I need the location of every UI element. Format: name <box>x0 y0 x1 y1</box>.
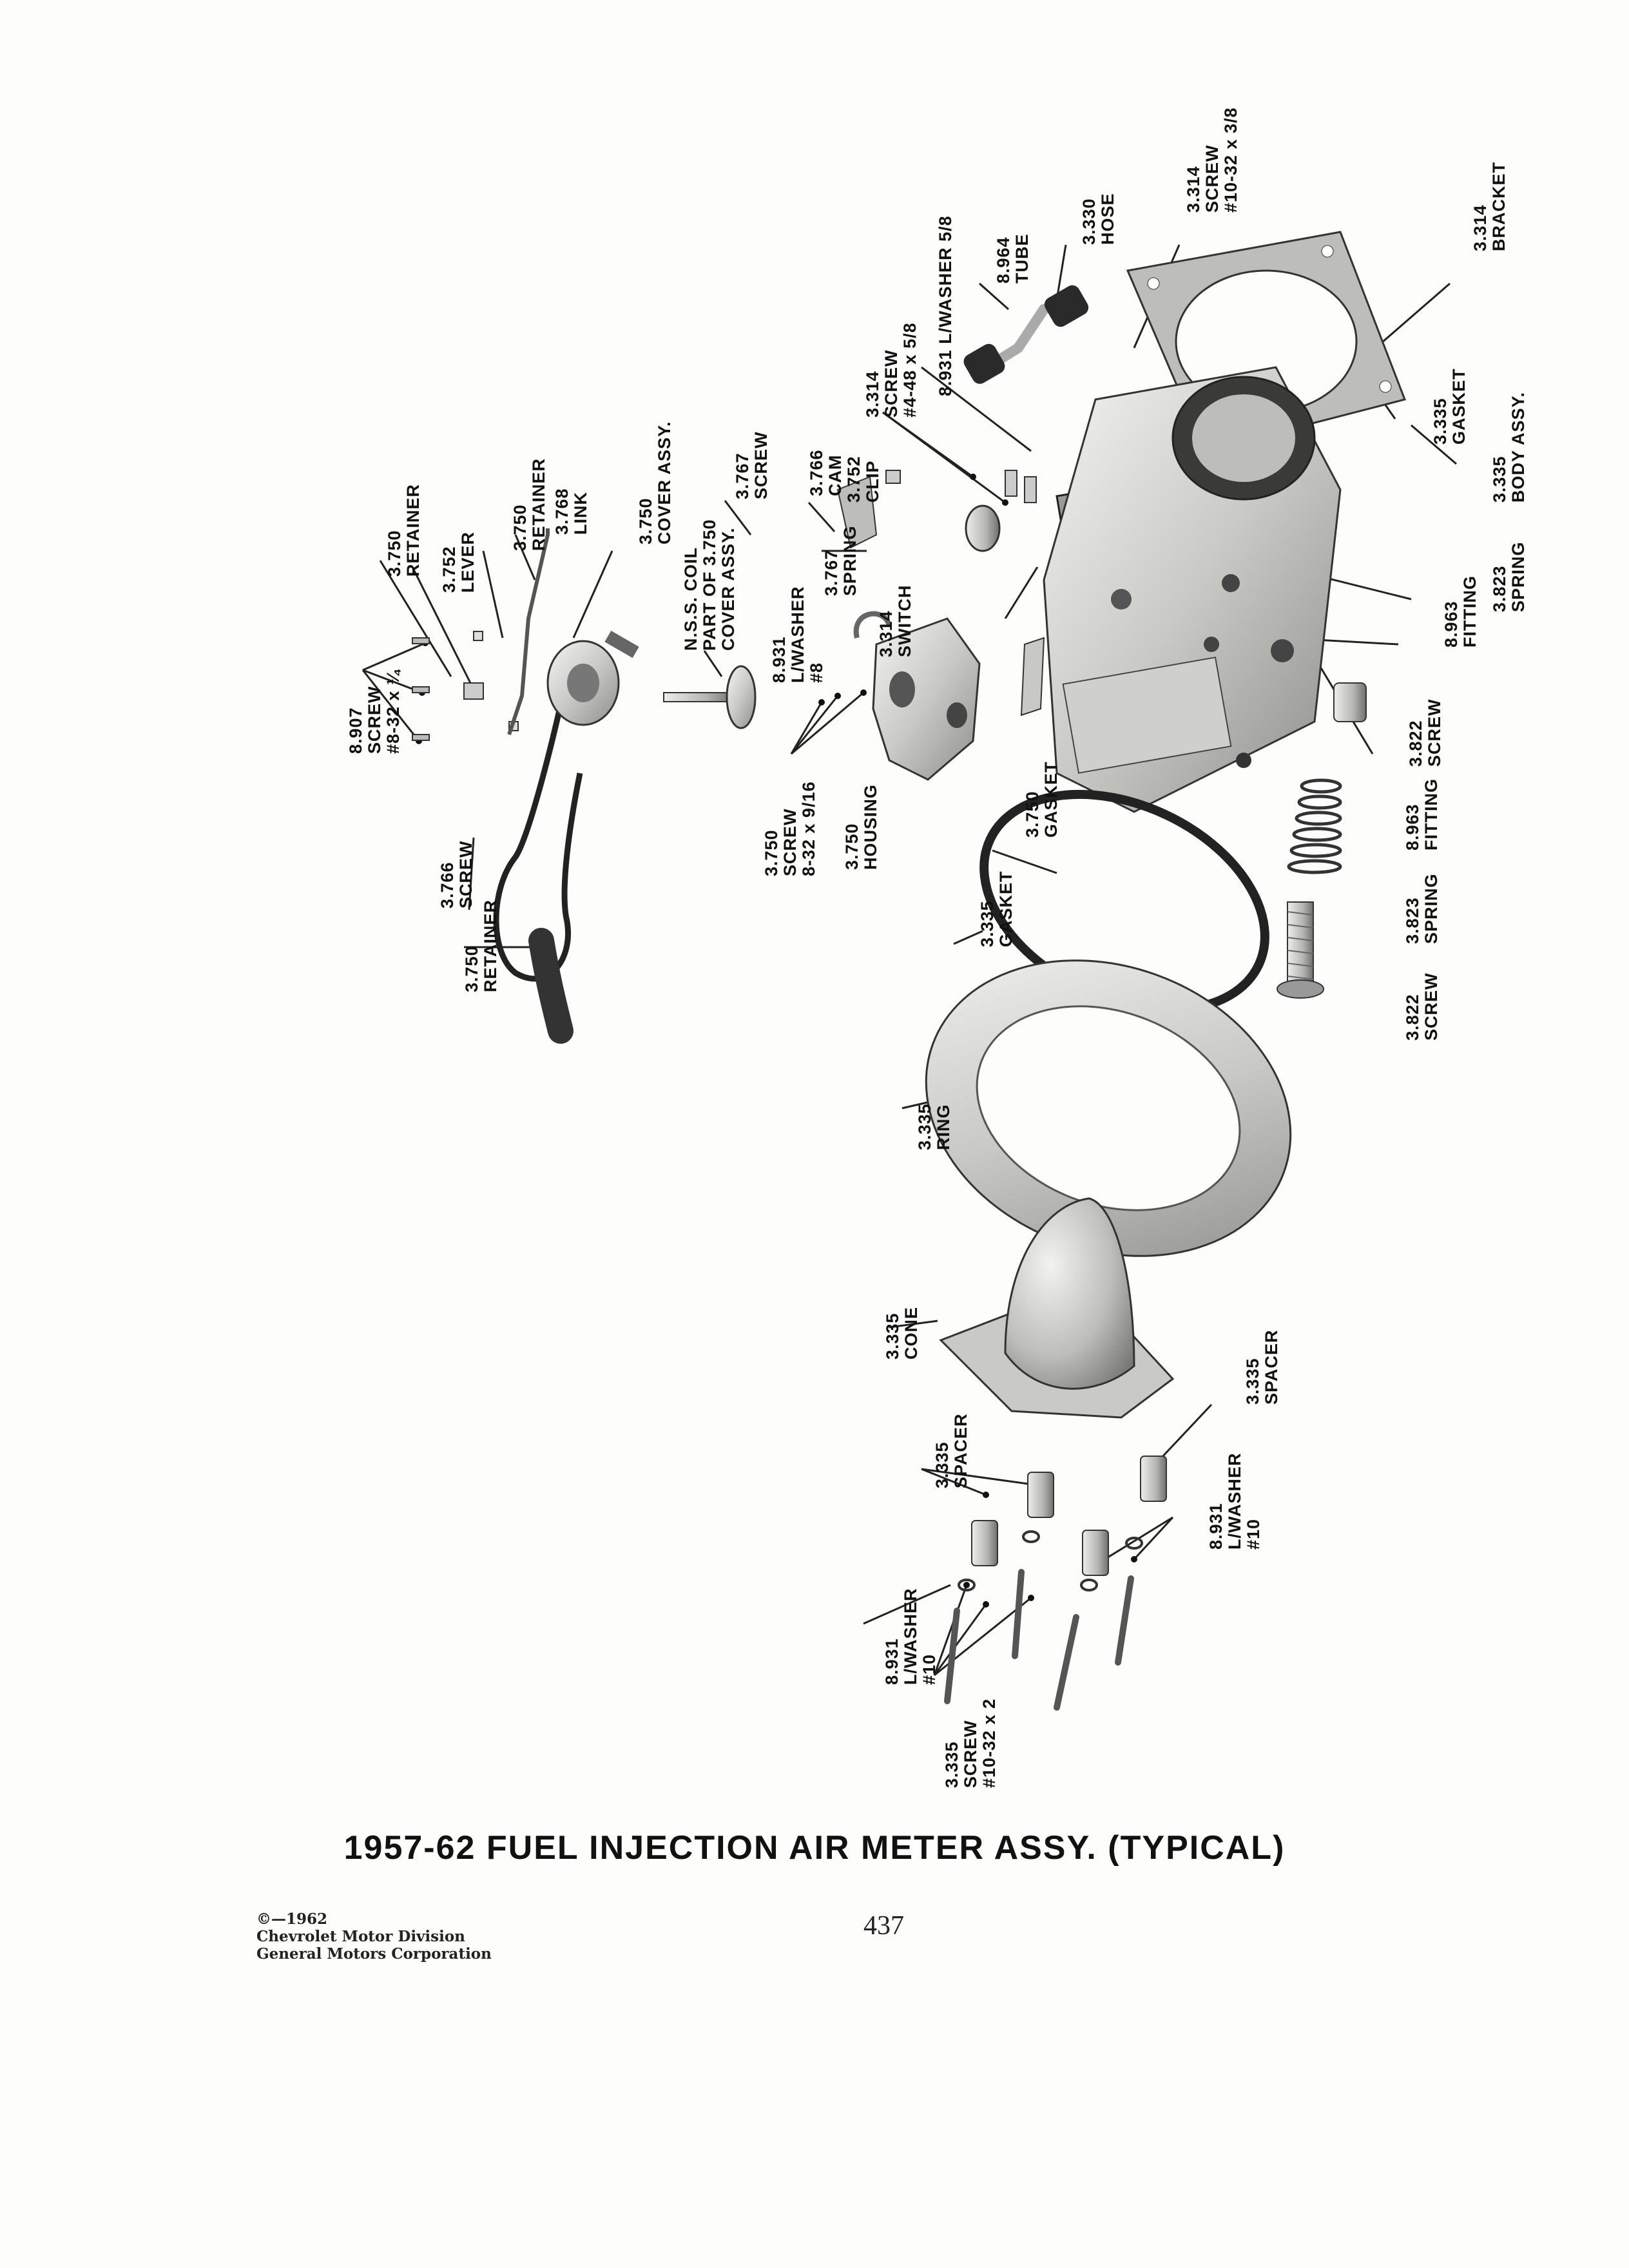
leader-lines <box>361 244 1457 1677</box>
cone-part <box>939 1197 1175 1419</box>
small-gasket-part <box>1020 637 1045 716</box>
wire-conduit <box>528 928 574 1044</box>
spacer-parts <box>971 1456 1167 1576</box>
long-screw-parts <box>944 1569 1134 1711</box>
right-fittings <box>1333 682 1367 722</box>
body-assy-part <box>1043 366 1342 813</box>
ring-part <box>925 959 1292 1257</box>
wire-harness <box>493 644 583 982</box>
cover-assy-part <box>546 630 639 726</box>
lower-spring-screw <box>1277 778 1342 999</box>
link-rod <box>507 528 550 735</box>
figure-caption: 1957-62 FUEL INJECTION AIR METER ASSY. (… <box>343 1829 1286 1867</box>
coil-shaft-part <box>663 665 757 729</box>
tube-hose-part <box>963 285 1089 384</box>
housing-part <box>853 611 981 781</box>
page-number: 437 <box>863 1911 904 1941</box>
washer-parts <box>958 1530 1143 1591</box>
copyright-block: ©—1962 Chevrolet Motor Division General … <box>256 1910 492 1963</box>
